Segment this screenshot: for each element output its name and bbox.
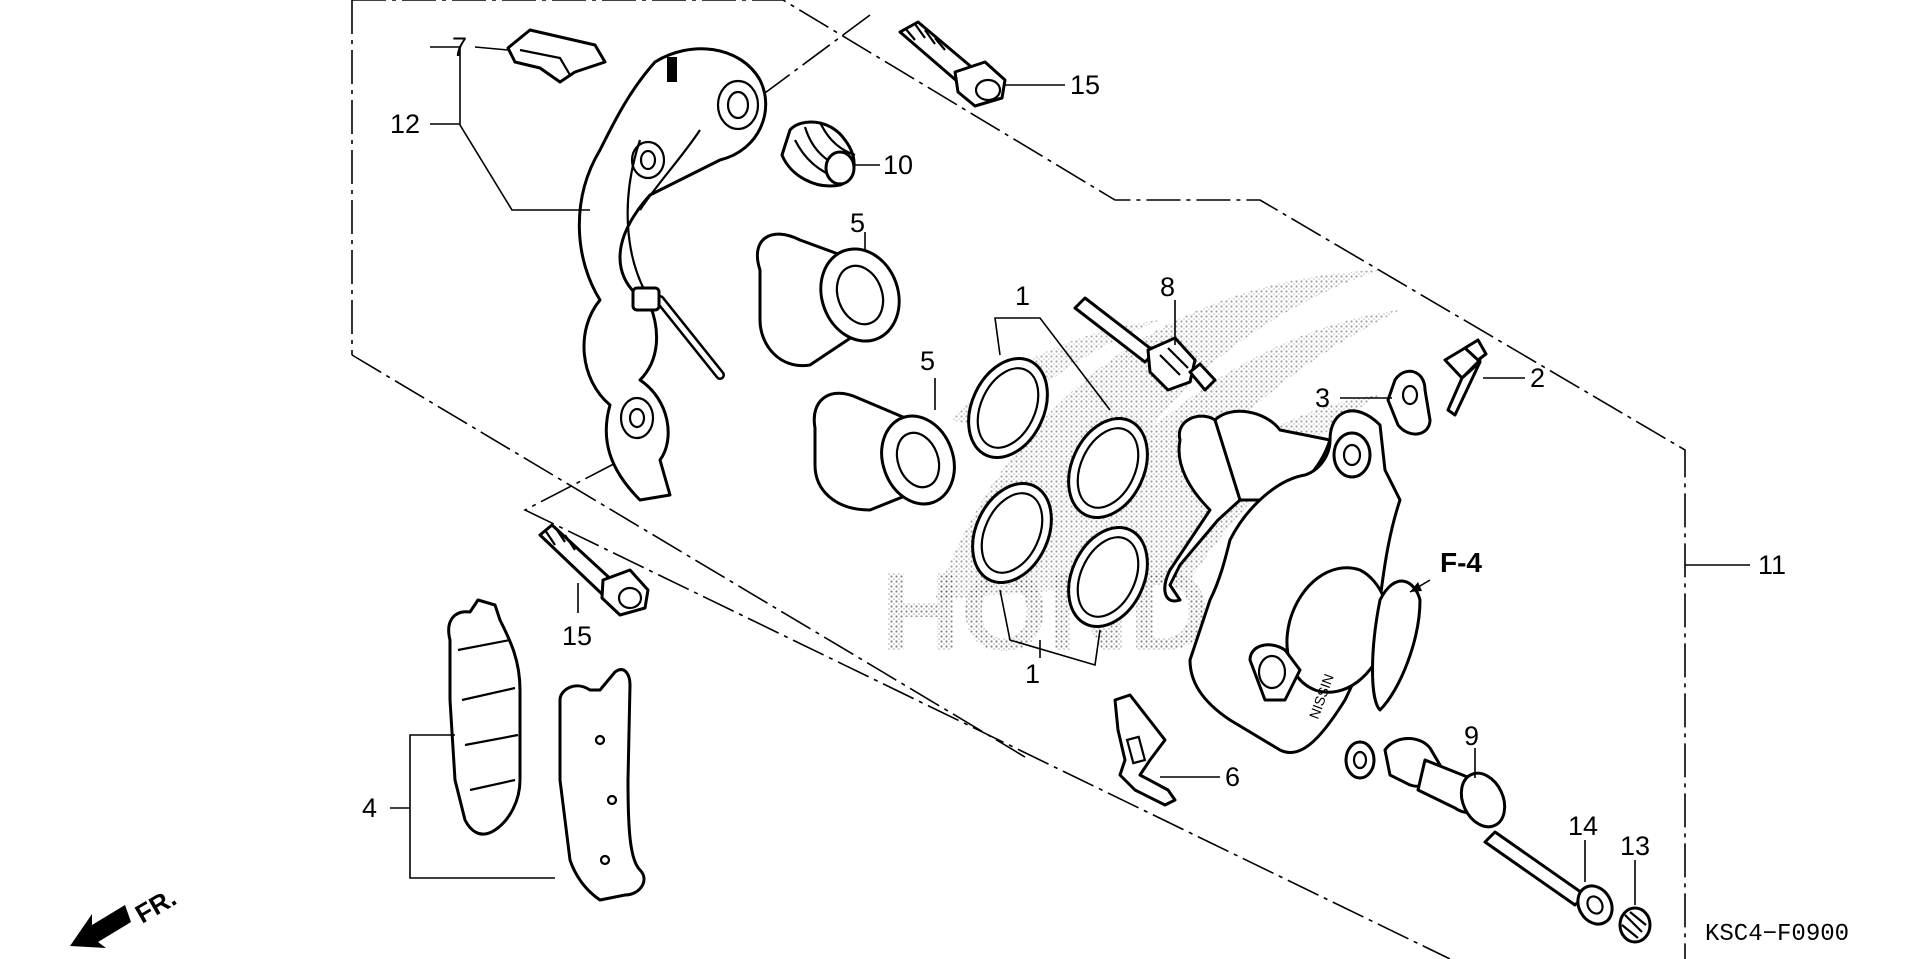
reference-arrow [1409, 579, 1431, 593]
callout-15-upper: 15 [1070, 70, 1100, 100]
caliper-piston-upper [755, 232, 901, 368]
brake-pads [447, 598, 646, 902]
reference-label: F-4 [1440, 547, 1482, 578]
callout-1-upper: 1 [1015, 281, 1030, 311]
callout-6: 6 [1225, 762, 1240, 792]
pin-boot [780, 120, 856, 188]
bleeder-cap [1386, 369, 1432, 436]
pad-spring-clip [506, 28, 607, 84]
callout-1-lower: 1 [1025, 659, 1040, 689]
callout-5-lower: 5 [920, 346, 935, 376]
callout-5-upper: 5 [850, 208, 865, 238]
caliper-bracket [577, 47, 768, 502]
pad-retainer [1113, 693, 1177, 807]
pad-hanger-pin [1483, 830, 1614, 926]
caliper-piston-lower [812, 391, 956, 512]
callout-13: 13 [1620, 831, 1650, 861]
callout-8: 8 [1160, 272, 1175, 302]
callout-7: 7 [452, 32, 467, 62]
front-direction-label: FR. [130, 882, 181, 929]
callout-15-lower: 15 [562, 621, 592, 651]
caliper-bolt-lower [538, 523, 650, 617]
caliper-assembly-outline [352, 0, 1686, 959]
caliper-body: NISSIN [1163, 409, 1422, 780]
pin-plug [1618, 906, 1652, 944]
caliper-slide-pin [1073, 296, 1217, 392]
front-direction-arrow: FR. [70, 882, 181, 948]
callout-10: 10 [883, 150, 913, 180]
piston-seal-rings [967, 356, 1149, 629]
callout-9: 9 [1464, 721, 1479, 751]
bleeder-screw [1443, 338, 1488, 417]
callout-3: 3 [1315, 383, 1330, 413]
callout-4: 4 [362, 793, 377, 823]
callout-12: 12 [390, 109, 420, 139]
callout-11: 11 [1758, 550, 1786, 580]
pad-pin-bolt [1383, 737, 1507, 829]
drawing-code: KSC4−F0900 [1705, 921, 1849, 948]
callout-14: 14 [1568, 811, 1598, 841]
callout-2: 2 [1530, 363, 1545, 393]
caliper-bolt-upper [898, 20, 1007, 108]
